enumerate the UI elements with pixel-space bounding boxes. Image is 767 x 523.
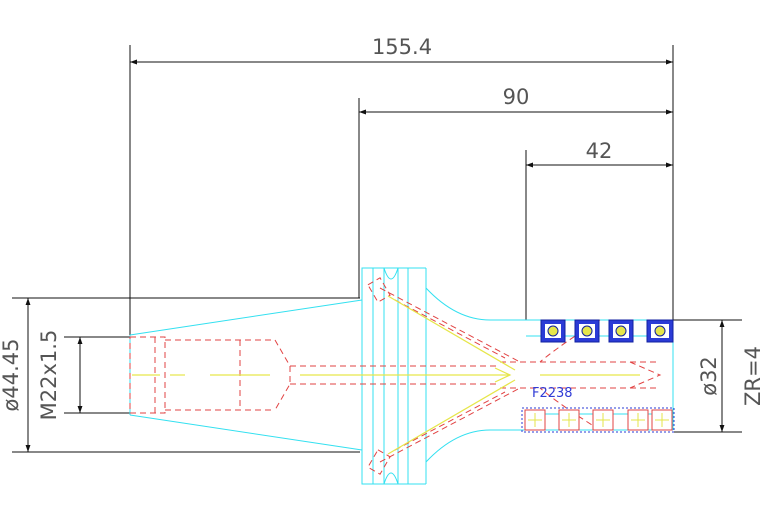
insert-top-2 <box>574 319 600 343</box>
insert-label: F2238 <box>532 386 573 401</box>
insert-row-top <box>540 319 674 343</box>
dim-text-flute-count: ZR=4 <box>741 346 765 406</box>
dimension-gauge-length <box>358 98 673 298</box>
dimension-overall-length <box>129 45 674 335</box>
dim-text-tool-length: 42 <box>586 139 613 163</box>
insert-bottom-2 <box>558 409 580 431</box>
dimension-flange-diameter <box>12 297 360 453</box>
dim-text-cutter-diameter: ø32 <box>697 356 721 396</box>
insert-bottom-3 <box>592 409 614 431</box>
insert-bottom-5 <box>651 409 673 431</box>
dim-text-flange-diameter: ø44.45 <box>0 339 23 412</box>
insert-bottom-4 <box>627 409 649 431</box>
dimension-thread <box>64 336 130 414</box>
dim-text-thread: M22x1.5 <box>37 330 61 421</box>
insert-top-1 <box>540 319 566 343</box>
insert-row-bottom <box>521 407 675 433</box>
hidden-lines <box>129 277 662 475</box>
dimension-cutter-diameter <box>673 319 742 433</box>
dimension-tool-length <box>525 150 673 320</box>
insert-top-3 <box>608 319 634 343</box>
dim-text-overall-length: 155.4 <box>372 35 432 59</box>
insert-bottom-1 <box>524 409 546 431</box>
dim-text-gauge-length: 90 <box>503 85 530 109</box>
insert-top-4 <box>646 319 674 343</box>
centerlines <box>132 295 640 455</box>
